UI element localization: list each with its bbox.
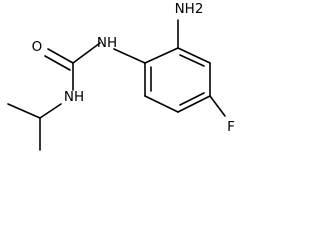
structure-diagram: NH2 NH O NH F — [7, 1, 235, 151]
bond-nh-carbonyl — [72, 42, 101, 64]
bond-nh-ch — [39, 103, 62, 119]
atom-nh-isopropyl-label: NH — [64, 89, 84, 105]
ring-bond-2 — [177, 47, 211, 64]
ring-double-bond-a — [179, 54, 205, 67]
atom-nh2-label: NH2 — [175, 1, 204, 17]
ring-bond-4 — [177, 95, 211, 113]
ring-double-bond-b — [179, 92, 205, 106]
molecule-structure: NH2 NH O NH F — [7, 1, 235, 151]
ring-bond-1 — [144, 47, 179, 64]
atom-label-layer: NH2 NH O NH F — [32, 1, 235, 135]
atom-f-label: F — [227, 119, 235, 135]
bond-layer — [7, 19, 226, 151]
bond-carbonyl-o-2 — [44, 55, 71, 71]
bond-carbonyl-o-1 — [47, 48, 74, 64]
ring-bond-5 — [144, 95, 179, 113]
bond-ring-nh — [113, 48, 146, 64]
bond-ring-f — [209, 95, 226, 117]
atom-nh-aryl-label: NH — [97, 35, 117, 51]
bond-ch-methyl-1 — [7, 103, 41, 119]
atom-o-label: O — [32, 39, 43, 55]
